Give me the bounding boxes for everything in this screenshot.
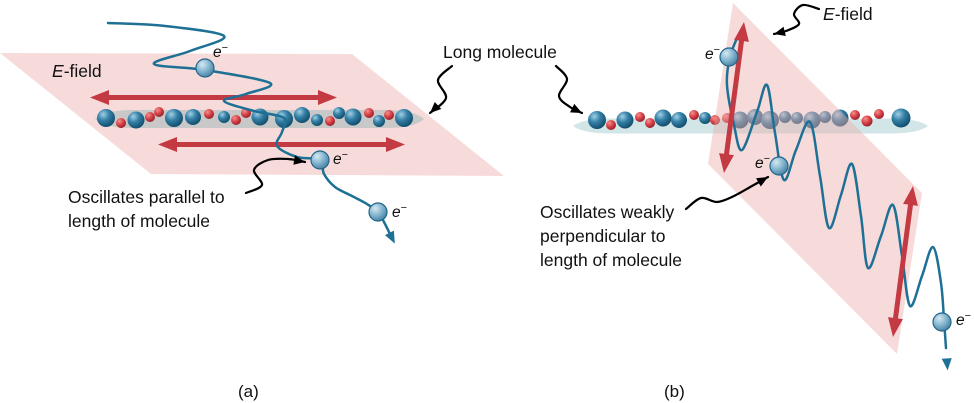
molecule-atom-red: [689, 110, 699, 120]
molecule-atom-blue: [373, 115, 385, 127]
molecule-atom-blue: [588, 111, 606, 129]
oscillates-parallel-arrow-head: [293, 155, 305, 165]
long-molecule-arrow-right-head: [570, 103, 582, 113]
electron-label-a1: e−: [213, 42, 228, 61]
e-field-arrowhead: [318, 90, 337, 105]
molecule-atom-red: [384, 110, 394, 120]
molecule-atom-blue: [165, 109, 183, 127]
oscillates-weak-label-line1: Oscillates weakly: [540, 202, 674, 222]
e-field-arrow-shaft: [892, 198, 914, 325]
annotation-arrows: [244, 3, 821, 211]
e-field-plane-polygon-b: [708, 3, 922, 354]
caption-b: (b): [664, 382, 685, 401]
molecule-atom-red: [325, 116, 335, 126]
e-field-plane-b: [708, 3, 922, 354]
electron-wave-arrowhead: [941, 358, 952, 371]
e-field-arrowhead: [719, 153, 734, 173]
molecule-atom-blue: [831, 109, 849, 127]
molecule-atom-red: [154, 107, 164, 117]
oscillates-parallel-label-line1: Oscillates parallel to: [68, 187, 225, 207]
molecule-atom-blue: [127, 111, 145, 129]
molecule-atom-blue: [294, 107, 310, 123]
e-field-b-arrow: [772, 3, 821, 36]
electrons-a: [195, 58, 388, 222]
e-field-arrowhead: [386, 137, 405, 152]
molecule-atom-blue: [185, 109, 201, 125]
long-molecule-label: Long molecule: [443, 42, 557, 62]
molecule-atom-blue: [311, 114, 323, 126]
molecule-atom-red: [231, 115, 241, 125]
molecule-atom-red: [861, 115, 873, 127]
e-field-arrowhead: [734, 22, 749, 42]
molecule-atom-blue: [803, 111, 821, 129]
molecule-atom-blue: [731, 111, 749, 129]
molecule-atom-red: [145, 112, 155, 122]
electron-wave-b: [725, 36, 952, 371]
oscillates-weak-label-line2: perpendicular to: [540, 226, 666, 246]
molecule-atom-blue: [819, 111, 831, 123]
electron-sphere: [719, 47, 739, 67]
caption-a: (a): [238, 382, 259, 401]
e-field-arrowhead: [888, 317, 903, 337]
oscillates-weak-label-line3: length of molecule: [540, 250, 682, 270]
electron-sphere: [195, 58, 215, 78]
e-field-b-arrow-head: [774, 26, 786, 36]
e-field-label-a: E-field: [52, 61, 102, 81]
molecule-atom-red: [710, 115, 720, 125]
molecule-atom-blue: [779, 111, 791, 123]
long-molecule-arrow-right: [554, 64, 584, 115]
oscillates-parallel-label-line2: length of molecule: [68, 211, 210, 231]
molecule-atom-blue: [654, 109, 672, 127]
molecule-atom-blue: [699, 112, 711, 124]
electrons-b: [719, 47, 952, 332]
long-molecule-arrow-left-head: [430, 102, 442, 113]
electron-label-b1: e−: [705, 44, 720, 63]
e-field-arrow-shaft: [723, 34, 745, 161]
electron-label-a3: e−: [392, 202, 407, 221]
molecule-atom-blue: [616, 111, 634, 129]
molecule-atom-red: [850, 110, 860, 120]
oscillates-parallel-arrow: [244, 157, 307, 195]
electron-wave-a: [106, 21, 395, 244]
electron-sphere: [769, 156, 789, 176]
e-field-label-b: E-field: [823, 4, 873, 24]
molecule-atom-red: [204, 109, 214, 119]
molecule-atom-red: [116, 118, 126, 128]
oscillates-weak-arrow: [684, 175, 770, 211]
molecule-atom-blue: [333, 107, 345, 119]
molecule-atom-blue: [395, 109, 413, 127]
electron-label-a2: e−: [333, 149, 348, 168]
text-labels: E-field E-field Long molecule e− e− e− e…: [52, 4, 971, 401]
molecule-atom-red: [606, 120, 616, 130]
molecule-a: [97, 107, 413, 129]
electron-sphere: [932, 312, 952, 332]
molecule-atom-blue: [671, 112, 687, 128]
molecule-atom-blue: [791, 112, 803, 124]
e-field-arrowhead: [158, 137, 177, 152]
oscillates-weak-arrow-head: [756, 177, 768, 187]
molecule-atom-red: [874, 109, 884, 119]
electron-wave-arrowhead: [384, 230, 395, 244]
molecule-atom-blue: [891, 108, 911, 128]
molecule-atom-blue: [97, 109, 115, 127]
electron-label-b3: e−: [956, 310, 971, 329]
electron-sphere: [368, 202, 388, 222]
molecule-atom-red: [635, 112, 645, 122]
e-field-arrowhead: [903, 186, 918, 206]
e-field-arrowhead: [90, 90, 109, 105]
molecule-atom-red: [645, 118, 655, 128]
electron-wave-path: [106, 21, 392, 236]
molecule-atom-blue: [218, 111, 230, 123]
molecule-atom-blue: [344, 108, 362, 126]
e-field-arrows-a: [90, 90, 405, 152]
molecule-b: [588, 108, 911, 130]
electron-wave-path: [725, 36, 948, 350]
electron-label-b2: e−: [755, 153, 770, 172]
electron-sphere: [310, 150, 330, 170]
molecule-atom-red: [364, 108, 374, 118]
e-field-arrows-b: [719, 22, 918, 337]
